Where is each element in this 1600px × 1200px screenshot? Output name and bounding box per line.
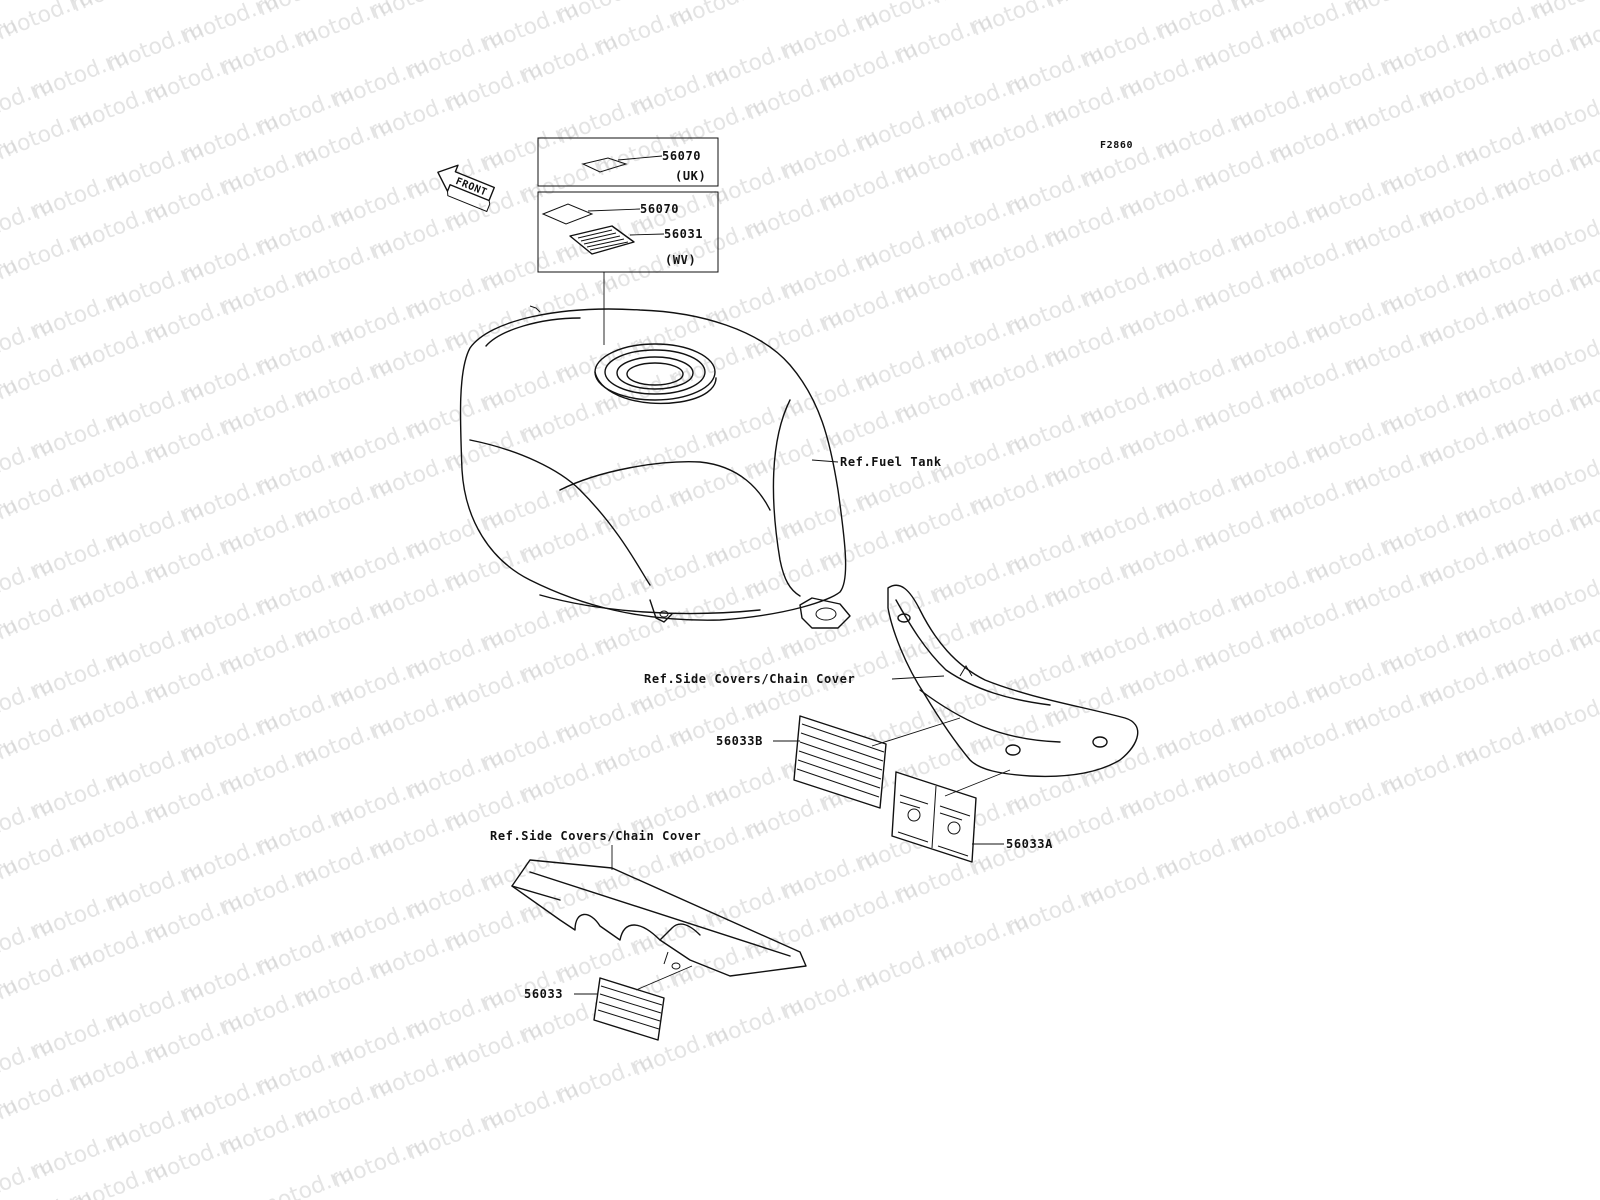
watermark-text: motod.ru <box>743 0 846 6</box>
uk-variant-note: (UK) <box>675 169 706 183</box>
ref-side-cover-label-upper: Ref.Side Covers/Chain Cover <box>644 672 855 686</box>
wv-variant-box: 56070 56031 (WV) <box>537 191 719 273</box>
wv-variant-note: (WV) <box>665 253 696 267</box>
uk-variant-box: 56070 (UK) <box>537 137 719 187</box>
part-number-56033b: 56033B <box>716 734 763 748</box>
figure-code: F2860 <box>1100 140 1133 151</box>
decal-56033a <box>891 771 977 863</box>
watermark-text: motod.ru <box>1343 0 1446 22</box>
warning-decal-56031 <box>569 225 635 255</box>
ref-fuel-tank-label: Ref.Fuel Tank <box>840 455 942 469</box>
side-cover-illustration <box>887 584 1139 778</box>
decal-56033b <box>793 715 887 809</box>
watermark-text: motod.ru <box>368 0 471 26</box>
part-number-56070-uk: 56070 <box>662 149 701 163</box>
watermark-text: motod.ru <box>1529 0 1600 26</box>
watermark-text: motod.ru <box>1043 0 1146 14</box>
fuel-tank-illustration <box>459 305 851 629</box>
watermark-text: motod.ru <box>668 0 771 34</box>
chain-cover-illustration <box>511 859 807 977</box>
part-number-56031: 56031 <box>664 227 703 241</box>
part-number-56033: 56033 <box>524 987 563 1001</box>
watermark-text: motod.ru <box>68 0 171 18</box>
part-number-56070-wv: 56070 <box>640 202 679 216</box>
part-number-56033a: 56033A <box>1006 837 1053 851</box>
ref-side-cover-label-lower: Ref.Side Covers/Chain Cover <box>490 829 701 843</box>
decal-56033 <box>593 977 665 1041</box>
